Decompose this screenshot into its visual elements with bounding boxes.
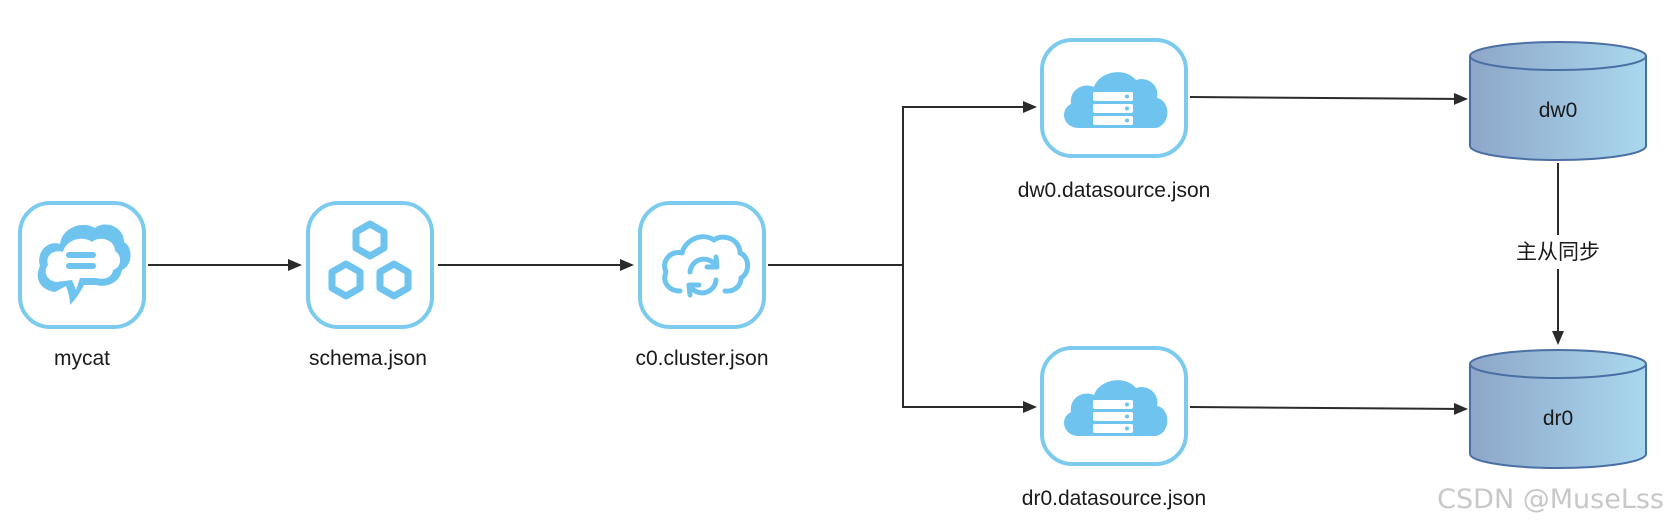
watermark-text: CSDN @MuseLss [1437, 484, 1664, 515]
node-dr0-datasource[interactable]: dr0.datasource.json [1022, 346, 1206, 510]
dr0-db-label: dr0 [1543, 407, 1573, 430]
dw0-db-label: dw0 [1539, 99, 1578, 122]
dw0-datasource-label: dw0.datasource.json [1018, 179, 1211, 202]
node-schema[interactable]: schema.json [306, 201, 434, 370]
cloud-server-icon [1064, 72, 1168, 128]
node-dw0-datasource[interactable]: dw0.datasource.json [1018, 38, 1211, 202]
node-dw0-database[interactable]: dw0 [1469, 41, 1647, 161]
edges: 主从同步 [148, 92, 1606, 415]
mycat-label: mycat [54, 347, 110, 370]
cluster-icon-box [638, 201, 766, 329]
chat-cloud-icon [37, 224, 131, 305]
node-mycat[interactable]: mycat [18, 201, 146, 370]
edge-dw0-datasource-to-dw0-db [1189, 92, 1468, 105]
dr0-db-body [1469, 364, 1647, 469]
dw0-db-top [1469, 41, 1647, 71]
dr0-datasource-label: dr0.datasource.json [1022, 487, 1206, 510]
sync-edge-label: 主从同步 [1516, 240, 1600, 264]
dr0-db-top [1469, 349, 1647, 379]
node-dr0-database[interactable]: dr0 [1469, 349, 1647, 469]
node-cluster[interactable]: c0.cluster.json [635, 201, 769, 370]
edge-cluster-to-dr0-datasource [902, 265, 1037, 413]
cloud-sync-icon [662, 234, 751, 298]
schema-label: schema.json [309, 347, 427, 370]
hexagons-icon [328, 220, 412, 300]
edge-dr0-datasource-to-dr0-db [1189, 402, 1468, 415]
cloud-server-icon [1064, 380, 1168, 436]
sync-label-bg [1510, 235, 1606, 269]
dw0-db-body [1469, 56, 1647, 161]
cluster-label: c0.cluster.json [635, 347, 768, 370]
edge-cluster-to-dw0-datasource [768, 101, 1037, 266]
